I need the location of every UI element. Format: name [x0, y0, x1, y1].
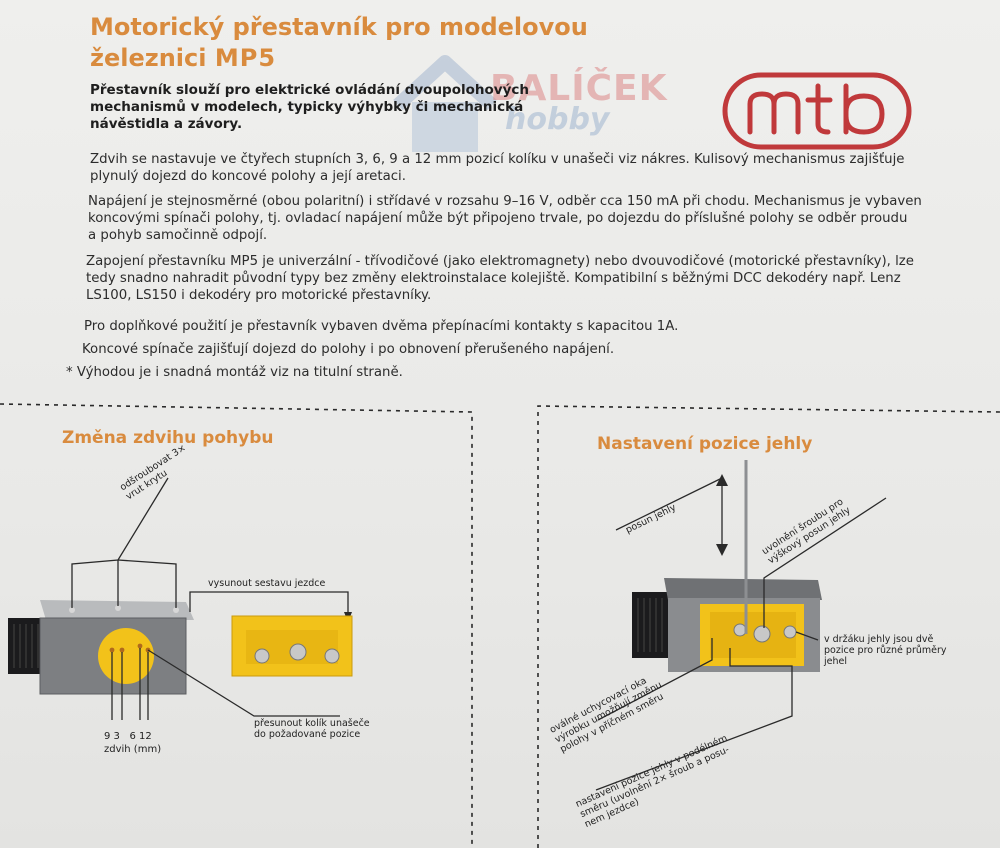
intro-text: Přestavník slouží pro elektrické ovládán…: [90, 82, 529, 132]
callout-line: jehel: [824, 656, 847, 667]
left-device: [8, 600, 194, 695]
paragraph-line: Zdvih se nastavuje ve čtyřech stupních 3…: [90, 152, 905, 167]
callout-slide: vysunout sestavu jezdce: [208, 578, 326, 589]
paragraph-power: Napájení je stejnosměrné (obou polaritní…: [88, 193, 978, 244]
stroke-label: zdvih (mm): [104, 744, 162, 755]
title-line-2-prefix: železnici: [90, 44, 215, 72]
paragraph-footnote: * Výhodou je i snadná montáž viz na titu…: [66, 364, 946, 381]
paragraph-line: plynulý dojezd do koncové polohy a její …: [90, 169, 406, 184]
arrow-up: [716, 474, 728, 486]
paragraph-contacts: Pro doplňkové použití je přestavník vyba…: [84, 318, 964, 335]
paragraph-line: Pro doplňkové použití je přestavník vyba…: [84, 319, 679, 334]
paragraph-line: Koncové spínače zajišťují dojezd do polo…: [82, 342, 615, 357]
watermark-word-2: hobby: [505, 102, 610, 137]
paragraph-line: tedy snadno nahradit původní typy bez zm…: [86, 271, 901, 286]
paragraph-line: Zapojení přestavníku MP5 je univerzální …: [86, 254, 914, 269]
mtb-logo: [722, 72, 912, 150]
left-box-title: Změna zdvihu pohybu: [62, 428, 274, 448]
left-callout-lines: [71, 477, 349, 720]
callout-line: přesunout kolík unašeče: [254, 718, 370, 729]
watermark: BALÍČEK hobby: [390, 50, 690, 170]
right-device: [632, 460, 822, 672]
stroke-values: 9 3 6 12: [104, 731, 152, 742]
title-line-2: železnici MP5: [90, 43, 650, 74]
house-icon: [393, 55, 497, 152]
right-box-title: Nastavení pozice jehly: [597, 434, 813, 454]
title-line-1: Motorický přestavník pro modelovou: [90, 13, 588, 41]
paragraph-endswitch: Koncové spínače zajišťují dojezd do polo…: [82, 341, 962, 358]
title-model: MP5: [214, 44, 277, 72]
callout-pin: přesunout kolík unašeče do požadované po…: [254, 718, 370, 740]
callout-line: pozice pro různé průměry: [824, 645, 947, 656]
callout-line: v držáku jehly jsou dvě: [824, 634, 934, 645]
paragraph-wiring: Zapojení přestavníku MP5 je univerzální …: [86, 253, 981, 304]
paragraph-line: LS100, LS150 i dekodéry pro motorické př…: [86, 288, 432, 303]
arrow-down: [716, 544, 728, 556]
paragraph-line: koncovými spínači polohy, tj. ovladací n…: [88, 211, 908, 226]
paragraph-line: * Výhodou je i snadná montáž viz na titu…: [66, 365, 403, 380]
paragraph-stroke: Zdvih se nastavuje ve čtyřech stupních 3…: [90, 151, 970, 185]
paragraph-line: Napájení je stejnosměrné (obou polaritní…: [88, 194, 922, 209]
paragraph-line: a pohyb samočinně odpojí.: [88, 228, 268, 243]
callout-line: do požadované pozice: [254, 729, 361, 740]
callout-needle-holder: v držáku jehly jsou dvě pozice pro různé…: [824, 634, 947, 667]
right-callout-lines: [595, 477, 887, 791]
watermark-word-1: BALÍČEK: [490, 68, 668, 109]
right-box-border: [537, 405, 1000, 848]
left-slider: [231, 615, 353, 677]
page-title: Motorický přestavník pro modelovou želez…: [90, 12, 650, 74]
